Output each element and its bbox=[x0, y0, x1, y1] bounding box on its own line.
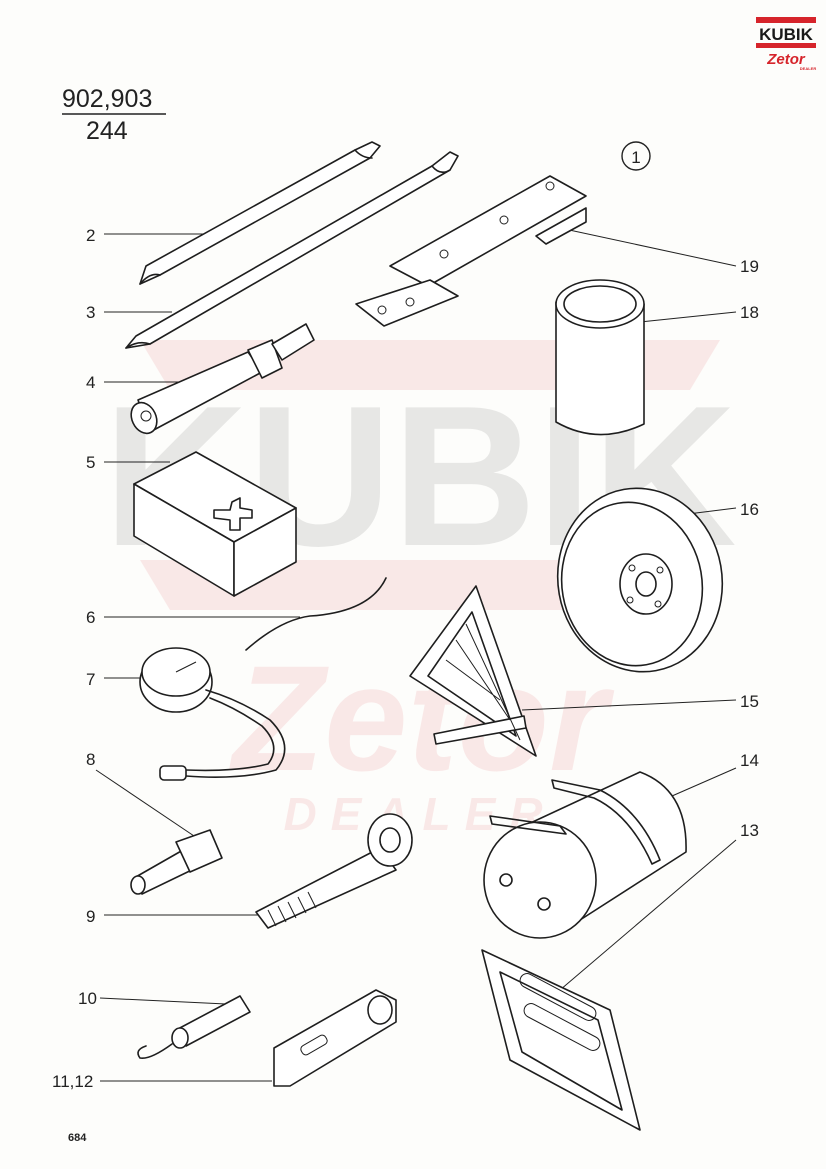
logo-brand: KUBIK bbox=[759, 25, 814, 44]
callout-label-18: 18 bbox=[740, 303, 759, 322]
callout-label-2: 2 bbox=[86, 226, 95, 245]
watermark-caption: DEALER bbox=[283, 788, 556, 840]
callout-label-7: 7 bbox=[86, 670, 95, 689]
part-2-screwdriver bbox=[139, 141, 381, 285]
part-19-bracket bbox=[355, 175, 587, 327]
group-number: 244 bbox=[86, 117, 128, 145]
callout-label-16: 16 bbox=[740, 500, 759, 519]
figure-number: 1 bbox=[631, 148, 640, 167]
part-5-first-aid-box bbox=[133, 451, 297, 597]
part-4-grease-gun bbox=[130, 323, 315, 435]
callout-label-3: 3 bbox=[86, 303, 95, 322]
part-18-sleeve bbox=[555, 279, 645, 436]
page-number: 684 bbox=[68, 1132, 87, 1144]
model-numbers: 902,903 bbox=[62, 85, 152, 113]
logo-sub-brand: Zetor bbox=[766, 51, 806, 68]
part-10-valve bbox=[137, 995, 251, 1060]
kubik-zetor-logo: KUBIK Zetor DEALER bbox=[756, 17, 816, 71]
logo-caption: DEALER bbox=[800, 66, 817, 71]
part-16-wheel-rim bbox=[556, 487, 724, 673]
callout-label-11-12: 11,12 bbox=[52, 1072, 93, 1091]
part-15-warning-triangle bbox=[409, 585, 537, 757]
part-13-gasket bbox=[481, 949, 641, 1131]
callout-label-6: 6 bbox=[86, 608, 95, 627]
callout-label-19: 19 bbox=[740, 257, 759, 276]
callout-label-5: 5 bbox=[86, 453, 95, 472]
leader-lines bbox=[95, 227, 737, 1082]
callout-label-15: 15 bbox=[740, 692, 759, 711]
callout-label-4: 4 bbox=[86, 373, 95, 392]
callout-label-13: 13 bbox=[740, 821, 759, 840]
part-3-screwdriver bbox=[125, 151, 459, 349]
part-7-pressure-gauge bbox=[139, 647, 286, 781]
part-14-filter-element bbox=[483, 771, 687, 939]
part-11-12-lever bbox=[273, 989, 397, 1087]
callout-labels: 2 3 4 5 6 7 8 9 10 11,12 13 14 15 16 18 … bbox=[52, 226, 759, 1091]
figure-number-circle bbox=[621, 141, 651, 171]
part-8-adapter bbox=[130, 829, 223, 895]
callout-label-8: 8 bbox=[86, 750, 95, 769]
part-6-wire bbox=[245, 577, 387, 651]
callout-label-10: 10 bbox=[78, 989, 97, 1008]
callout-label-9: 9 bbox=[86, 907, 95, 926]
part-9-eye-bolt bbox=[255, 813, 413, 929]
callout-label-14: 14 bbox=[740, 751, 759, 770]
